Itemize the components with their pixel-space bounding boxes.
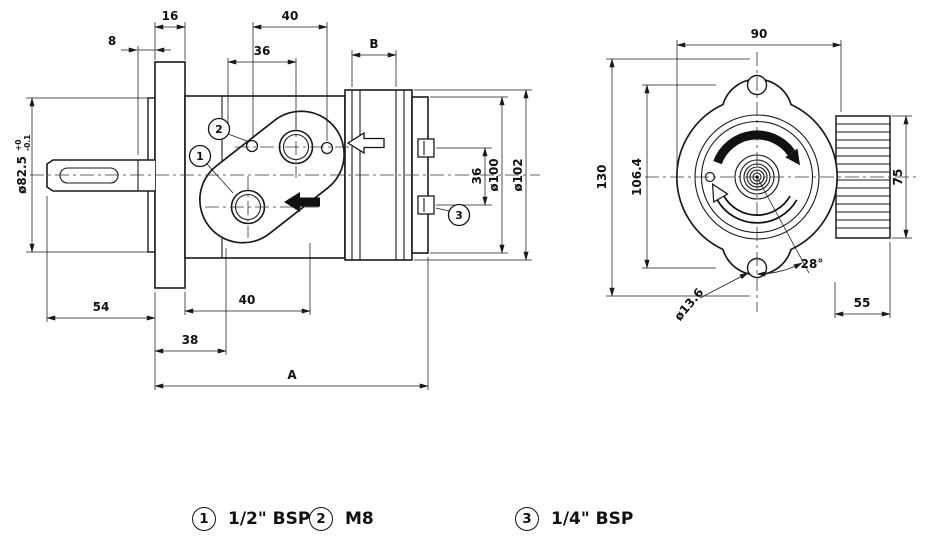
callout-3: 3 — [435, 203, 471, 227]
dim-40-top: 40 — [252, 9, 328, 141]
dim-label-A: A — [287, 368, 297, 382]
dim-label-54: 54 — [93, 300, 110, 314]
legend-callout-1-icon: 1 — [192, 507, 216, 531]
dim-28deg: 28° — [756, 176, 824, 277]
legend-item-3: 3 1/4" BSP — [515, 507, 633, 531]
motor-shaft — [46, 159, 155, 192]
dim-8: 8 — [108, 34, 171, 155]
dim-B: B — [351, 37, 397, 87]
rotation-arrow-cw-icon — [713, 130, 796, 165]
legend-callout-3-icon: 3 — [515, 507, 539, 531]
dim-label-38: 38 — [182, 333, 199, 347]
drain-port-boss-top — [417, 138, 435, 158]
shaft-keyway — [59, 167, 119, 184]
flow-arrow-outline-icon — [346, 131, 385, 155]
dim-label-36-right: 36 — [470, 168, 484, 185]
dim-label-shaft-dia: ø82.5 — [15, 156, 29, 194]
dim-label-90: 90 — [751, 27, 768, 41]
callout-1: 1 — [188, 144, 234, 194]
dim-label-shaft-tol-dn: -0.1 — [23, 135, 32, 151]
dim-55: 55 — [834, 242, 891, 318]
dim-label-106: 106.4 — [630, 158, 644, 196]
dim-label-55: 55 — [854, 296, 871, 310]
front-center-lines — [645, 52, 916, 312]
dim-75: 75 — [891, 115, 912, 239]
legend-callout-2-icon: 2 — [309, 507, 333, 531]
dim-90: 90 — [676, 27, 842, 170]
rotation-arrows — [711, 130, 800, 224]
end-cap — [411, 96, 435, 254]
dim-106: 106.4 — [630, 84, 716, 269]
dim-16: 16 — [154, 9, 186, 60]
dim-40-bottom: 40 — [184, 243, 311, 315]
dim-label-40-top: 40 — [282, 9, 299, 23]
dim-36-right: 36 — [436, 147, 492, 206]
legend-label-3: 1/4" BSP — [551, 509, 634, 529]
drain-port-boss-bottom — [417, 195, 435, 215]
side-view: 16 8 40 36 B ø82.5 — [14, 9, 540, 390]
callout-1-number: 1 — [196, 150, 204, 163]
legend-item-2: 2 M8 — [309, 507, 374, 531]
dim-38: 38 — [154, 248, 227, 355]
shaft-spline-front — [734, 154, 780, 200]
dim-A: A — [154, 257, 429, 390]
dim-label-40-bottom: 40 — [239, 293, 256, 307]
dim-36-top: 36 — [227, 44, 297, 128]
legend-label-1: 1/2" BSP — [228, 509, 311, 529]
front-view: 90 130 106.4 75 28° — [595, 27, 916, 323]
dim-label-hole-dia: ø13.6 — [671, 285, 706, 323]
m8-hole-left — [245, 139, 259, 153]
dim-dia-102: ø102 — [414, 89, 532, 261]
dim-label-dia-102: ø102 — [511, 158, 525, 191]
dim-label-8: 8 — [108, 34, 116, 48]
dim-label-16: 16 — [162, 9, 179, 23]
dim-label-B: B — [369, 37, 378, 51]
legend-label-2: M8 — [345, 509, 374, 529]
dim-label-28deg: 28° — [801, 257, 824, 271]
callout-2: 2 — [207, 117, 248, 142]
dim-label-dia-100: ø100 — [487, 158, 501, 191]
dim-label-130: 130 — [595, 164, 609, 189]
legend-item-1: 1 1/2" BSP — [192, 507, 310, 531]
dim-shaft-diameter: ø82.5 +0 -0.1 — [14, 97, 148, 253]
dim-130: 130 — [595, 58, 750, 297]
callout-3-number: 3 — [455, 209, 463, 222]
m8-hole-right — [320, 141, 334, 155]
dim-54: 54 — [46, 196, 156, 390]
dim-label-75: 75 — [891, 169, 905, 186]
callout-2-number: 2 — [215, 123, 223, 136]
flow-arrows — [284, 131, 385, 212]
dim-label-36-top: 36 — [254, 44, 271, 58]
dim-hole-dia: ø13.6 — [671, 272, 749, 323]
dim-label-shaft-tol-up: +0 — [14, 139, 23, 151]
flow-arrow-solid-icon — [284, 192, 320, 212]
dim-dia-100: ø100 — [430, 96, 508, 254]
